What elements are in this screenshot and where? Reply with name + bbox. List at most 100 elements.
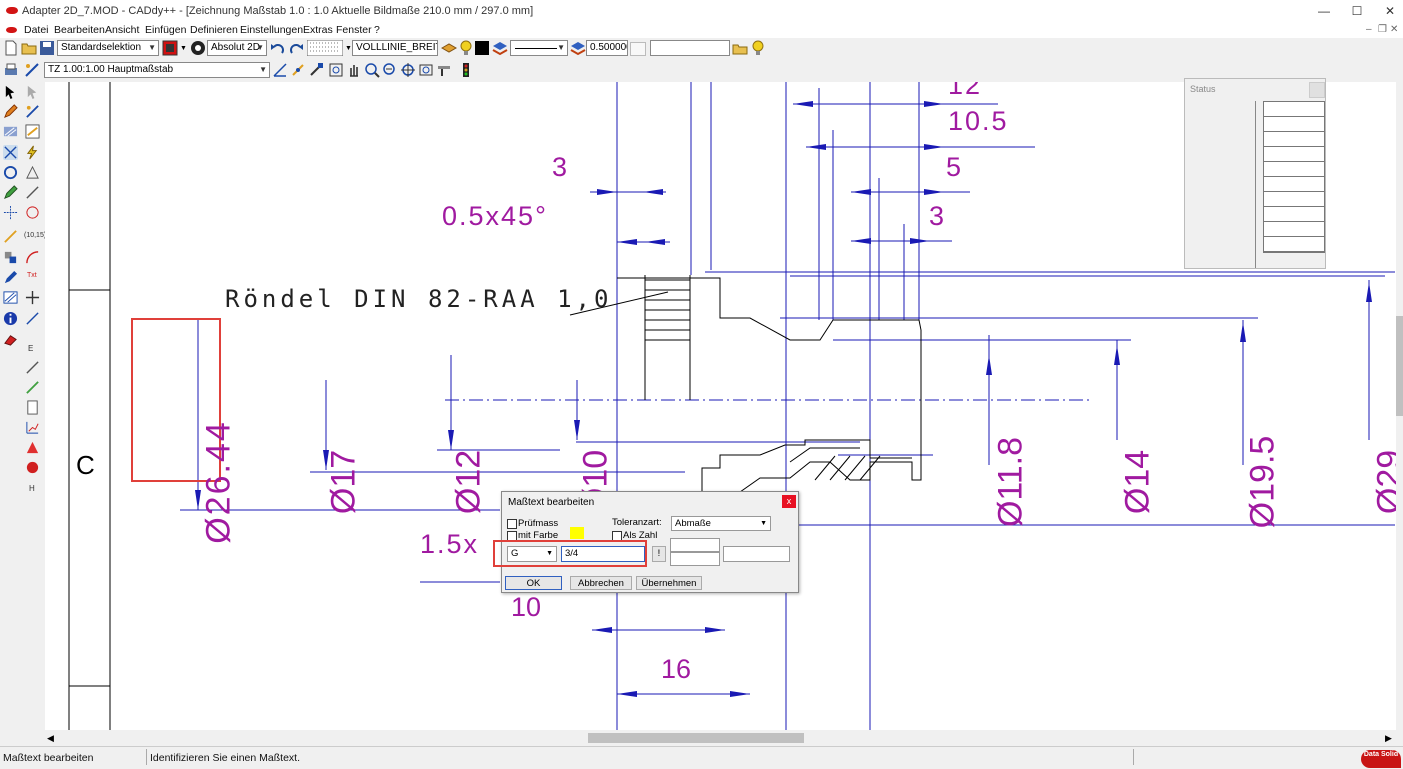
pruefmass-checkbox[interactable] <box>507 519 517 529</box>
dim-text-d12[interactable]: Ø12 <box>449 449 488 515</box>
dim-text-16[interactable]: 16 <box>661 654 692 684</box>
lower-tolerance-field[interactable] <box>670 552 720 566</box>
chevron-down-icon[interactable]: ▼ <box>180 45 187 52</box>
rotate-icon[interactable] <box>3 165 18 180</box>
dim-text-d19-5[interactable]: Ø19.5 <box>1243 435 1282 529</box>
nc-icon[interactable] <box>25 124 40 139</box>
horizontal-scroll-thumb[interactable] <box>588 733 804 743</box>
vertical-scroll-thumb[interactable] <box>1396 316 1403 416</box>
dim-text-d11-8[interactable]: Ø11.8 <box>991 436 1030 528</box>
ok-button[interactable]: OK <box>505 576 562 590</box>
prefix-select[interactable]: G▼ <box>507 546 557 562</box>
scale-select[interactable]: TZ 1.00:1.00 Hauptmaßstab▼ <box>44 62 270 78</box>
select-gray-icon[interactable] <box>25 84 40 99</box>
h-tool-label[interactable]: H <box>29 484 35 493</box>
dim-text-10-5[interactable]: 10.5 <box>948 106 1009 136</box>
special-char-button[interactable]: ! <box>652 546 666 562</box>
menu-einfuegen[interactable]: Einfügen <box>145 24 187 36</box>
dim-text-chamfer[interactable]: 0.5x45° <box>442 201 548 231</box>
grid-icon[interactable] <box>307 40 343 56</box>
dimension-tool-icon[interactable] <box>3 145 18 160</box>
dim-text-10[interactable]: 10 <box>511 592 542 622</box>
dotted-axis-icon[interactable] <box>3 205 18 220</box>
info-icon[interactable] <box>3 311 18 326</box>
triangle-tool-icon[interactable] <box>25 165 40 180</box>
linetype-field[interactable]: VOLLLINIE_BREIT <box>352 40 438 56</box>
coordinate-label[interactable]: (10,15) <box>24 232 47 239</box>
upper-tolerance-field[interactable] <box>670 538 720 552</box>
lightning-icon[interactable] <box>25 145 40 160</box>
horizontal-scrollbar[interactable]: ◀ ▶ <box>45 731 1396 745</box>
line-tool-icon[interactable] <box>25 104 40 119</box>
zoom-in-icon[interactable] <box>364 62 380 78</box>
menu-einstellungen[interactable]: Einstellungen <box>240 24 304 36</box>
chevron-down-icon[interactable]: ▼ <box>345 45 352 52</box>
red-tool-icon[interactable] <box>25 460 40 475</box>
dim-text-3-top[interactable]: 3 <box>552 152 568 182</box>
minimize-button[interactable]: — <box>1318 4 1330 18</box>
open-folder-icon[interactable] <box>21 40 37 56</box>
scroll-left-icon[interactable]: ◀ <box>47 733 54 743</box>
text-edit-icon[interactable] <box>3 270 18 285</box>
folder-layer-icon[interactable] <box>732 40 748 56</box>
mdi-close-button[interactable]: ✕ <box>1390 24 1399 35</box>
dim-text-d14[interactable]: Ø14 <box>1118 449 1157 515</box>
snap-icon[interactable] <box>272 62 288 78</box>
dim-text-12[interactable]: 12 <box>948 82 983 100</box>
move-icon[interactable] <box>25 290 40 305</box>
zoom-window-icon[interactable] <box>328 62 344 78</box>
pan-hand-icon[interactable] <box>346 62 362 78</box>
scroll-right-icon[interactable]: ▶ <box>1385 733 1392 743</box>
linewidth-field[interactable]: 0.500000 <box>586 40 628 56</box>
new-file-icon[interactable] <box>3 40 19 56</box>
linestyle-select[interactable]: ▼ <box>510 40 568 56</box>
color-swatch-yellow[interactable] <box>570 527 584 539</box>
zoom-out-icon[interactable] <box>382 62 398 78</box>
coordinate-mode-select[interactable]: Absolut 2D▼ <box>207 40 267 56</box>
arc-icon[interactable] <box>25 250 40 265</box>
scale-tool-icon[interactable] <box>24 62 40 78</box>
pen-draw-icon[interactable] <box>3 185 18 200</box>
apply-button[interactable]: Übernehmen <box>636 576 702 590</box>
document-edit-icon[interactable] <box>25 400 40 415</box>
zoom-previous-icon[interactable] <box>418 62 434 78</box>
redraw-icon[interactable] <box>436 62 452 78</box>
circle-tool-icon[interactable] <box>25 205 40 220</box>
save-icon[interactable] <box>39 40 55 56</box>
group-icon[interactable] <box>3 250 18 265</box>
hatch-icon[interactable] <box>3 124 18 139</box>
cancel-button[interactable]: Abbrechen <box>570 576 632 590</box>
plugin-icon[interactable] <box>25 440 40 455</box>
redo-icon[interactable] <box>288 40 304 56</box>
dim-text-5[interactable]: 5 <box>946 152 962 182</box>
menu-bearbeiten[interactable]: Bearbeiten <box>54 24 105 36</box>
masstext-input[interactable]: 3/4 <box>561 546 645 562</box>
traffic-light-icon[interactable] <box>458 62 474 78</box>
pencil-icon[interactable] <box>3 104 18 119</box>
menu-ansicht[interactable]: Ansicht <box>105 24 140 36</box>
mdi-restore-button[interactable]: ❐ <box>1378 24 1387 35</box>
dimension-scale-icon[interactable] <box>25 311 40 326</box>
menu-extras[interactable]: Extras <box>303 24 333 36</box>
color-swatch-black[interactable] <box>475 41 489 55</box>
dim-text-d29[interactable]: Ø29 <box>1370 449 1399 515</box>
e-tool-label[interactable]: E <box>28 344 34 353</box>
menu-definieren[interactable]: Definieren <box>190 24 238 36</box>
dim-text-d17[interactable]: Ø17 <box>324 449 363 515</box>
maximize-button[interactable]: ☐ <box>1351 4 1363 18</box>
menu-help[interactable]: ? <box>374 24 380 36</box>
close-button[interactable]: ✕ <box>1384 4 1396 18</box>
chart-edit-icon[interactable] <box>25 420 40 435</box>
layer-stack-icon[interactable] <box>492 40 508 56</box>
dim-text-d26-44[interactable]: Ø26.44 <box>199 420 238 544</box>
dim-text-3-mid[interactable]: 3 <box>929 201 945 231</box>
menu-fenster[interactable]: Fenster <box>336 24 372 36</box>
dialog-close-button[interactable]: x <box>782 495 796 508</box>
zoom-all-icon[interactable] <box>400 62 416 78</box>
undo-icon[interactable] <box>270 40 286 56</box>
drawing-canvas[interactable]: 12 10.5 3 5 0.5x45° 3 1.5x 10 16 Ø26.44 … <box>45 82 1398 730</box>
mdi-minimize-button[interactable]: – <box>1366 24 1372 35</box>
text-tool-label[interactable]: Txt <box>27 272 37 279</box>
color-picker-icon[interactable] <box>162 40 178 56</box>
measure-icon[interactable] <box>25 185 40 200</box>
